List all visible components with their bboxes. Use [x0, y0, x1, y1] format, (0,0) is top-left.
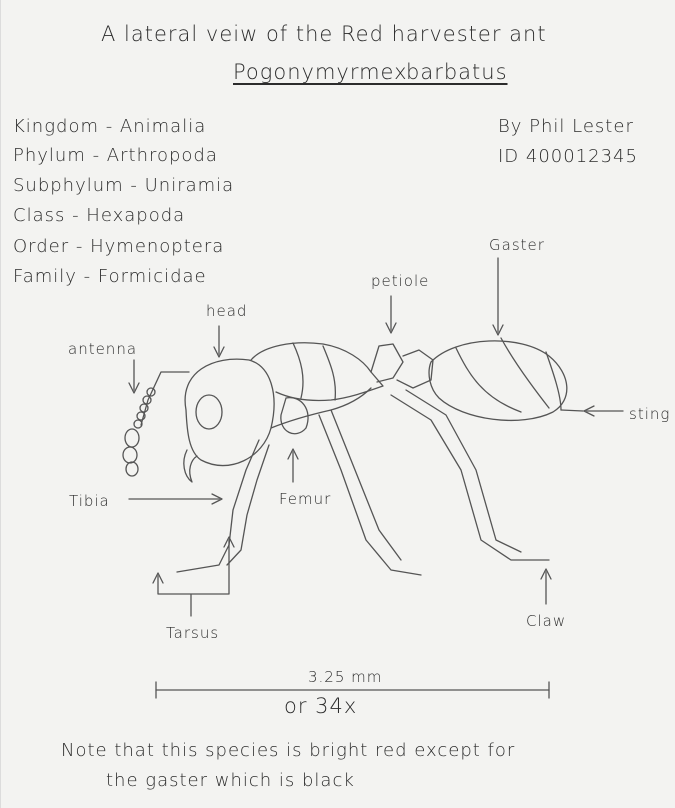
scale-bar [156, 682, 549, 698]
gaster-arrow [493, 258, 503, 335]
antenna-arrow [129, 360, 139, 393]
tarsus-bracket [153, 537, 234, 616]
sting-arrow [584, 406, 623, 416]
legs-drawing [177, 390, 549, 575]
femur-arrow [288, 449, 298, 482]
thorax-drawing [251, 343, 383, 434]
sting-drawing [561, 410, 583, 411]
petiole-drawing [371, 344, 433, 388]
tibia-arrow [129, 494, 222, 504]
antenna-drawing [123, 372, 189, 476]
head-arrow [214, 326, 224, 357]
petiole-arrow [386, 296, 396, 333]
gaster-drawing [429, 338, 583, 420]
claw-arrow [541, 569, 551, 604]
label-pointers [129, 258, 623, 616]
head-drawing [184, 359, 274, 482]
